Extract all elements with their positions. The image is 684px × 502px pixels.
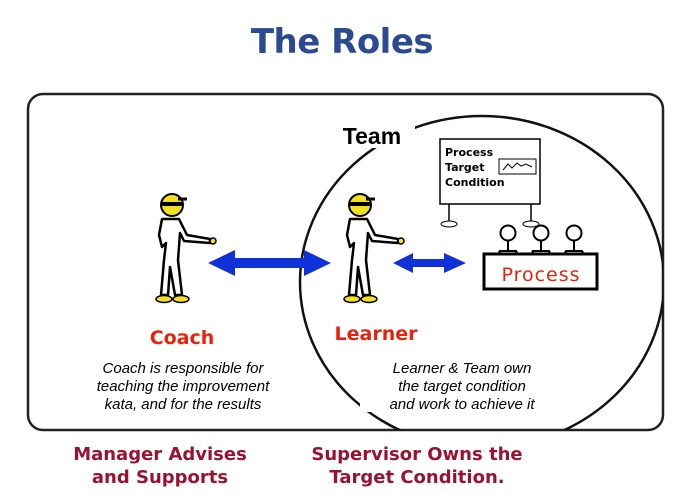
learner-desc-line-1: Learner & Team own xyxy=(393,360,532,377)
learner-desc-line-3: and work to achieve it xyxy=(389,396,535,413)
manager-caption-line-2: and Supports xyxy=(91,467,229,488)
process-box xyxy=(482,252,599,291)
manager-caption-line-1: Manager Advises xyxy=(73,444,247,465)
learner-label: Learner xyxy=(335,323,419,345)
coach-desc-line-2: teaching the improvement xyxy=(97,378,270,395)
page-title: The Roles xyxy=(250,22,434,62)
coach-label: Coach xyxy=(150,327,215,349)
target-condition-board: Process Target Condition xyxy=(439,138,541,228)
team-circle xyxy=(298,114,663,430)
manager-caption: Manager Advises and Supports xyxy=(60,443,260,489)
team-label: Team xyxy=(343,123,401,149)
trend-chart-icon xyxy=(498,158,537,175)
board-line-3: Condition xyxy=(445,176,505,189)
coach-desc-line-3: kata, and for the results xyxy=(105,396,262,413)
board-line-2: Target xyxy=(445,161,485,174)
supervisor-caption-line-2: Target Condition. xyxy=(329,467,505,488)
coach-desc-line-1: Coach is responsible for xyxy=(103,360,265,377)
process-label: Process xyxy=(501,264,580,286)
coach-learner-arrow xyxy=(208,250,331,276)
learner-process-arrow xyxy=(393,253,466,273)
supervisor-caption-line-1: Supervisor Owns the xyxy=(311,444,523,465)
board-line-1: Process xyxy=(445,146,494,159)
learner-desc-line-2: the target condition xyxy=(398,378,526,395)
supervisor-caption: Supervisor Owns the Target Condition. xyxy=(297,443,537,489)
